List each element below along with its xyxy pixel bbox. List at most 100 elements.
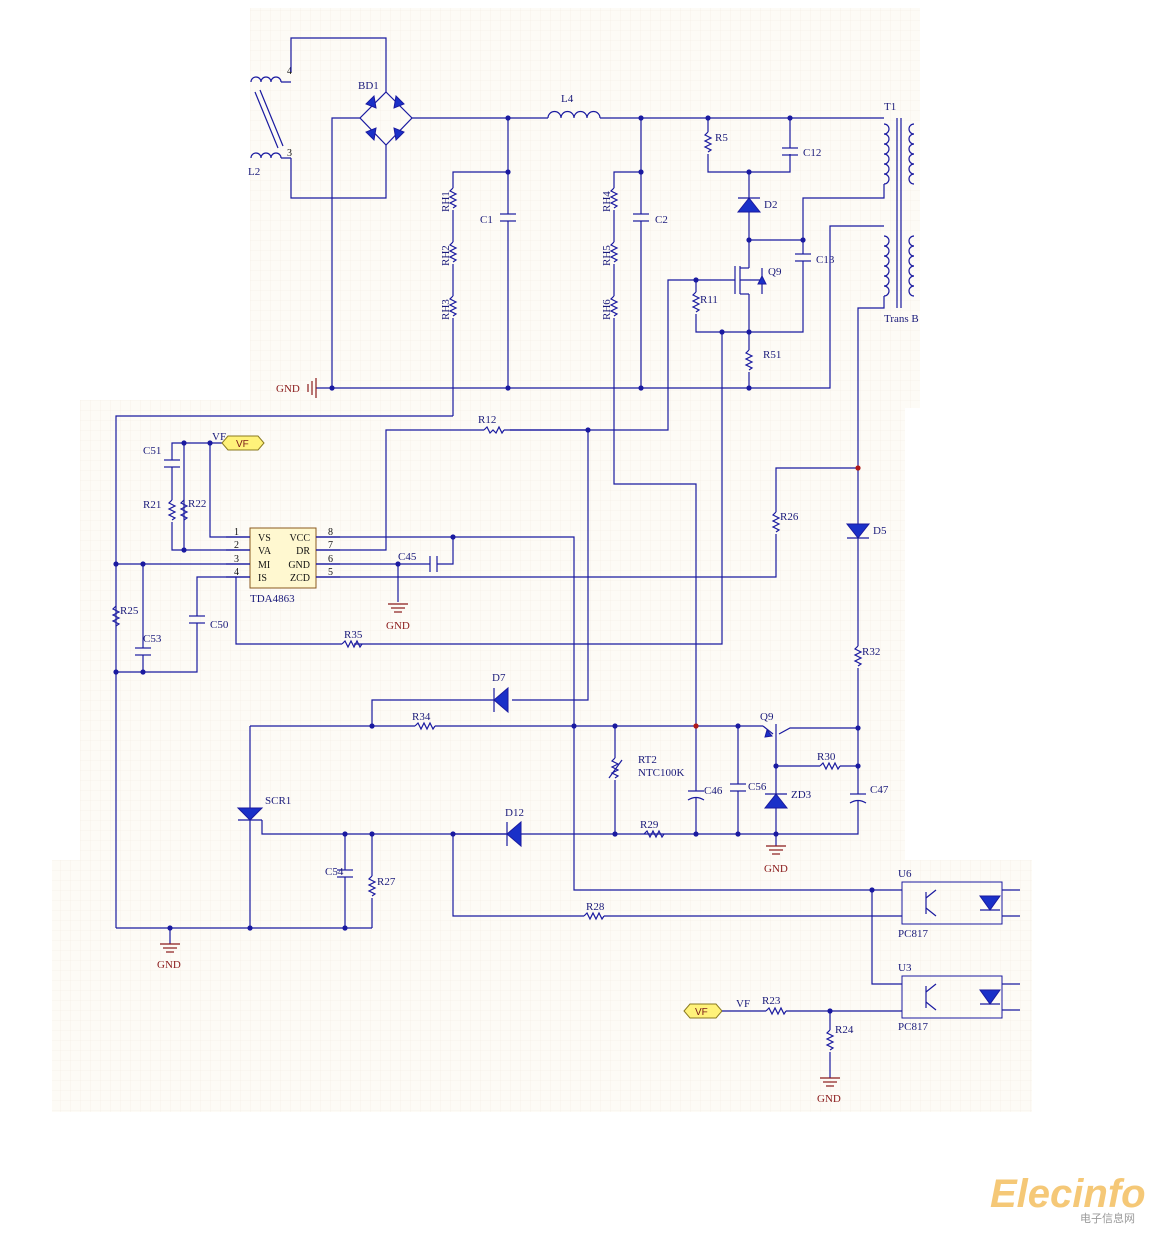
d2-label: D2 bbox=[764, 199, 777, 211]
r11-label: R11 bbox=[700, 294, 718, 306]
ic-pin-name-mi: MI bbox=[258, 560, 270, 571]
c53-label: C53 bbox=[143, 633, 162, 645]
r23-label: R23 bbox=[762, 995, 781, 1007]
ic-pin-name-dr: DR bbox=[296, 546, 310, 557]
l2-pin4: 4 bbox=[287, 66, 292, 77]
r34-label: R34 bbox=[412, 711, 431, 723]
c54-label: C54 bbox=[325, 866, 344, 878]
thyristor-scr1: SCR1 bbox=[236, 795, 291, 928]
inductor-l4: L4 bbox=[547, 93, 884, 119]
sense-resistor-r51: R51 bbox=[354, 332, 781, 645]
c13-label: C13 bbox=[816, 254, 835, 266]
rh5-label: RH5 bbox=[601, 245, 613, 266]
ic-pin-number-8: 8 bbox=[328, 527, 333, 538]
ic-pin-number-2: 2 bbox=[234, 540, 239, 551]
gnd-top-label: GND bbox=[276, 383, 300, 395]
diode-d7: D7 bbox=[371, 672, 509, 726]
vcc-dr-gnd-zcd-nets: R12 C45 GND R26 bbox=[316, 414, 858, 726]
rh1-label: RH1 bbox=[440, 191, 452, 212]
input-filter-l2: L2 4 3 bbox=[248, 66, 292, 178]
d7-label: D7 bbox=[492, 672, 506, 684]
vf-divider-r23-r24: VF VF R23 R24 GND bbox=[683, 995, 902, 1105]
transformer-t1: T1 Trans B bbox=[802, 101, 919, 468]
l2-label: L2 bbox=[248, 166, 260, 178]
sheet-background bbox=[52, 8, 1032, 1112]
ic-pin-number-4: 4 bbox=[234, 567, 239, 578]
ic-pin-number-7: 7 bbox=[328, 540, 333, 551]
optocoupler-u6: R28 U6 PC817 bbox=[452, 726, 1020, 985]
r12-label: R12 bbox=[478, 414, 496, 426]
ic-pin-number-1: 1 bbox=[234, 527, 239, 538]
l2-pin3: 3 bbox=[287, 148, 292, 159]
c45-label: C45 bbox=[398, 551, 417, 563]
zener-zd3: ZD3 GND bbox=[763, 789, 812, 875]
input-wires bbox=[290, 37, 387, 199]
ic-pin-name-is: IS bbox=[258, 573, 267, 584]
q9-mosfet-label: Q9 bbox=[768, 266, 782, 278]
vf-flag-top-text: VF bbox=[236, 439, 249, 450]
ic-pin-name-gnd: GND bbox=[288, 560, 310, 571]
scr1-label: SCR1 bbox=[265, 795, 291, 807]
c56-label: C56 bbox=[748, 781, 767, 793]
r26-label: R26 bbox=[780, 511, 799, 523]
r24-label: R24 bbox=[835, 1024, 854, 1036]
ic-pin-name-vcc: VCC bbox=[289, 533, 310, 544]
r22-label: R22 bbox=[188, 498, 206, 510]
vf-flag-bottom-text: VF bbox=[695, 1007, 708, 1018]
resistor-string-rh1-rh3: RH1 RH2 RH3 bbox=[115, 171, 508, 928]
r29-label: R29 bbox=[640, 819, 659, 831]
d5-label: D5 bbox=[873, 525, 887, 537]
c1-label: C1 bbox=[480, 214, 493, 226]
r28-label: R28 bbox=[586, 901, 605, 913]
ic-pin-name-va: VA bbox=[258, 546, 272, 557]
r34-branch: R34 bbox=[249, 711, 763, 808]
ic-pin-number-5: 5 bbox=[328, 567, 333, 578]
t1-label: T1 bbox=[884, 101, 896, 113]
c51-label: C51 bbox=[143, 445, 161, 457]
vf-top-label: VF bbox=[212, 431, 226, 443]
c54-r27: C54 R27 GND bbox=[116, 834, 396, 971]
cap-c46-c56: C46 C56 bbox=[687, 726, 767, 834]
zd3-label: ZD3 bbox=[791, 789, 812, 801]
rh6-label: RH6 bbox=[601, 299, 613, 320]
ground-bus-top: GND bbox=[276, 225, 884, 398]
mi-is-network: C50 C53 R25 R35 bbox=[111, 563, 363, 673]
rt2-label: RT2 bbox=[638, 754, 657, 766]
gnd-zd3-label: GND bbox=[764, 863, 788, 875]
rh3-label: RH3 bbox=[440, 299, 452, 320]
ic-pin-number-3: 3 bbox=[234, 554, 239, 565]
c2-label: C2 bbox=[655, 214, 668, 226]
pc817-b-label: PC817 bbox=[898, 1021, 928, 1033]
transistor-q9: Q9 bbox=[760, 711, 858, 794]
ic-pin-number-6: 6 bbox=[328, 554, 333, 565]
c46-label: C46 bbox=[704, 785, 723, 797]
r25-label: R25 bbox=[120, 605, 139, 617]
junction-dots bbox=[113, 115, 875, 1014]
bulk-cap-c1: C1 bbox=[480, 118, 516, 388]
gnd-scr-label: GND bbox=[157, 959, 181, 971]
pc817-a-label: PC817 bbox=[898, 928, 928, 940]
rh4-label: RH4 bbox=[601, 191, 613, 212]
r21-label: R21 bbox=[143, 499, 161, 511]
elecinfo-watermark: Elecinfo 电子信息网 bbox=[990, 1172, 1146, 1225]
r30-c47: R30 C47 bbox=[453, 728, 889, 835]
ntc-rt2: RT2 NTC100K bbox=[608, 726, 685, 834]
vf-bottom-label: VF bbox=[736, 998, 750, 1010]
ic-pin-name-vs: VS bbox=[258, 533, 271, 544]
r35-label: R35 bbox=[344, 629, 363, 641]
r27-label: R27 bbox=[377, 876, 396, 888]
r30-label: R30 bbox=[817, 751, 836, 763]
u3-label: U3 bbox=[898, 962, 912, 974]
r29-d12: R29 D12 bbox=[261, 807, 665, 848]
r51-label: R51 bbox=[763, 349, 781, 361]
q9-transistor-label: Q9 bbox=[760, 711, 774, 723]
r5-label: R5 bbox=[715, 132, 728, 144]
resistor-string-rh4-rh6: RH4 RH5 RH6 bbox=[601, 171, 697, 726]
vf-flag-top: VF VF bbox=[210, 431, 265, 451]
c50-label: C50 bbox=[210, 619, 229, 631]
d12-label: D12 bbox=[505, 807, 524, 819]
pfc-cap-c2: C2 bbox=[633, 118, 668, 388]
ic-pin-name-zcd: ZCD bbox=[290, 573, 310, 584]
